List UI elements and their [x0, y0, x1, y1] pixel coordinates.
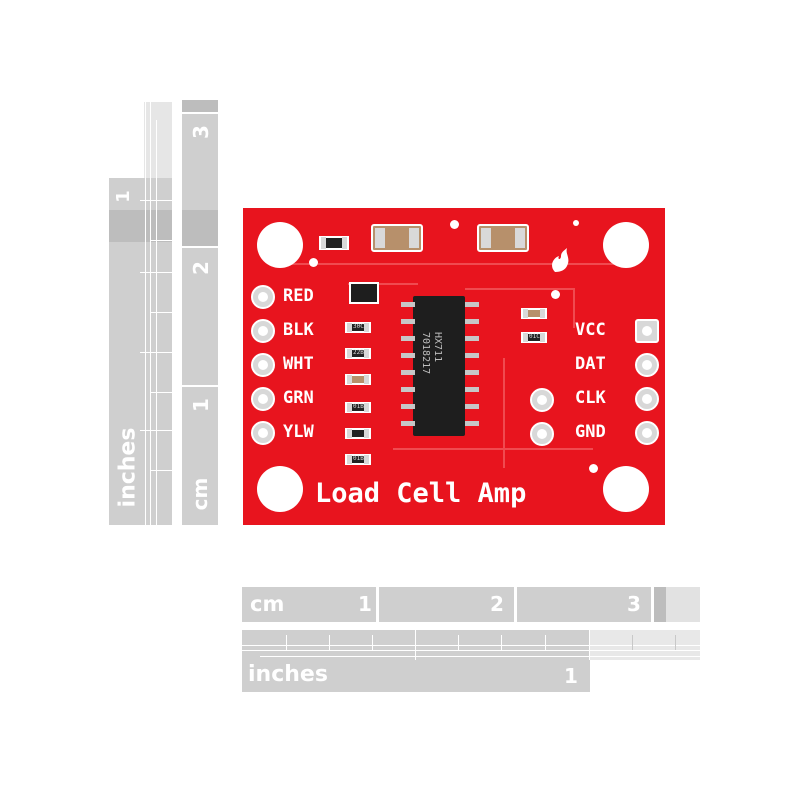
pad-dat: [635, 353, 659, 377]
resistor-5: [345, 428, 371, 439]
hx711-chip: HX711 7018217: [413, 296, 465, 436]
horizontal-inches-strip: [242, 630, 590, 692]
load-cell-amp-board: 30C 22B 01B 01B 01C HX711 7018217 RED BL…: [243, 208, 665, 525]
sparkfun-flame-icon: [552, 248, 569, 272]
resistor-1: 30C: [345, 322, 371, 333]
board-title: Load Cell Amp: [315, 478, 527, 509]
label-grn: GRN: [283, 388, 314, 408]
horizontal-inches-label: inches: [248, 662, 328, 687]
label-ylw: YLW: [283, 422, 314, 442]
label-wht: WHT: [283, 354, 314, 374]
capacitor-2: [477, 224, 529, 252]
vertical-inches-mark: 1: [112, 190, 134, 203]
label-blk: BLK: [283, 320, 314, 340]
pad-wht: [251, 353, 275, 377]
label-clk: CLK: [575, 388, 606, 408]
pad-gnd: [635, 421, 659, 445]
capacitor-1: [371, 224, 423, 252]
horizontal-cm-mark-1: 1: [358, 592, 372, 616]
mounting-hole-top-right: [603, 222, 649, 268]
pad-blk: [251, 319, 275, 343]
pad-grn: [251, 387, 275, 411]
label-vcc: VCC: [575, 320, 606, 340]
vertical-cm-strip: [182, 100, 218, 525]
vertical-inches-label: inches: [115, 427, 141, 508]
pad-red: [251, 285, 275, 309]
vertical-cm-label: cm: [188, 477, 212, 511]
mounting-hole-top-left: [257, 222, 303, 268]
horizontal-cm-label: cm: [250, 592, 285, 616]
resistor-top: [319, 236, 349, 250]
test-pad-2: [530, 422, 554, 446]
pad-clk: [635, 387, 659, 411]
resistor-right: 01C: [521, 332, 547, 343]
mounting-hole-bottom-right: [603, 466, 649, 512]
pad-vcc: [635, 319, 659, 343]
resistor-6: 01B: [345, 454, 371, 465]
horizontal-cm-strip: [242, 587, 700, 622]
transistor: [349, 282, 379, 304]
vertical-cm-mark-1: 1: [188, 398, 213, 412]
label-gnd: GND: [575, 422, 606, 442]
label-dat: DAT: [575, 354, 606, 374]
chip-text-1: HX711: [432, 332, 443, 363]
vertical-cm-mark-2: 2: [188, 261, 213, 275]
horizontal-cm-mark-3: 3: [627, 592, 641, 616]
resistor-2: 22B: [345, 348, 371, 359]
vertical-cm-mark-3: 3: [188, 125, 213, 139]
capacitor-small-right: [521, 308, 547, 319]
pad-ylw: [251, 421, 275, 445]
label-red: RED: [283, 286, 314, 306]
chip-text-2: 7018217: [420, 332, 431, 375]
test-pad-1: [530, 388, 554, 412]
horizontal-inches-mark: 1: [564, 664, 578, 688]
horizontal-cm-mark-2: 2: [490, 592, 504, 616]
resistor-4: 01B: [345, 402, 371, 413]
mounting-hole-bottom-left: [257, 466, 303, 512]
resistor-3: [345, 374, 371, 385]
